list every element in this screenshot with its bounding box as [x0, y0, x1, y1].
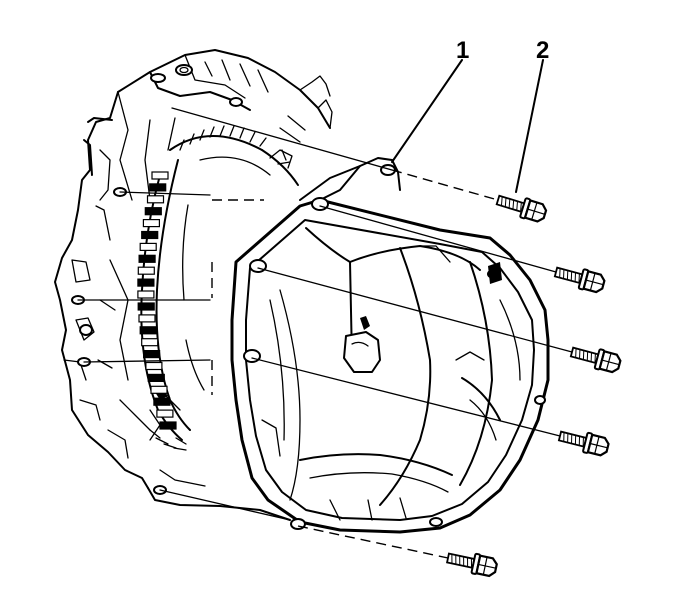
gear-tooth: [159, 421, 177, 430]
bolt-1: [495, 194, 548, 223]
callout-1-leader: [391, 59, 463, 163]
gear-tooth: [153, 397, 171, 406]
bolt-alignment-lines: [77, 107, 573, 559]
bolt-4: [557, 430, 610, 457]
bolts: [445, 194, 622, 578]
gear-tooth: [137, 290, 155, 299]
callout-2-label: 2: [536, 37, 549, 64]
gear-tooth: [146, 195, 165, 204]
flywheel-ring-gear: [137, 125, 299, 451]
gear-tooth: [145, 361, 163, 371]
callout-2-leader: [515, 59, 544, 193]
engine-block: [54, 49, 333, 521]
gear-tooth: [138, 254, 156, 263]
gear-tooth: [142, 219, 160, 228]
gear-tooth: [137, 302, 155, 311]
gear-tooth: [151, 171, 169, 180]
ring-gear-teeth: [137, 171, 177, 430]
gear-tooth: [150, 385, 168, 394]
gear-tooth: [147, 373, 165, 382]
gear-tooth: [138, 314, 156, 323]
bolt-2: [553, 266, 606, 294]
gear-tooth: [137, 266, 155, 275]
bellhousing: [230, 157, 550, 534]
bolt-5: [445, 552, 498, 578]
gear-tooth: [144, 207, 162, 216]
gear-tooth: [139, 326, 157, 335]
gear-tooth: [149, 183, 167, 192]
gear-tooth: [156, 409, 174, 418]
gear-tooth: [141, 230, 159, 240]
gear-tooth: [141, 338, 159, 347]
bolt-3: [569, 346, 622, 374]
gear-tooth: [139, 242, 157, 251]
gear-tooth: [143, 350, 161, 359]
gear-tooth: [137, 278, 155, 287]
callout-1-label: 1: [456, 37, 469, 64]
callouts: 1 2: [391, 37, 549, 193]
